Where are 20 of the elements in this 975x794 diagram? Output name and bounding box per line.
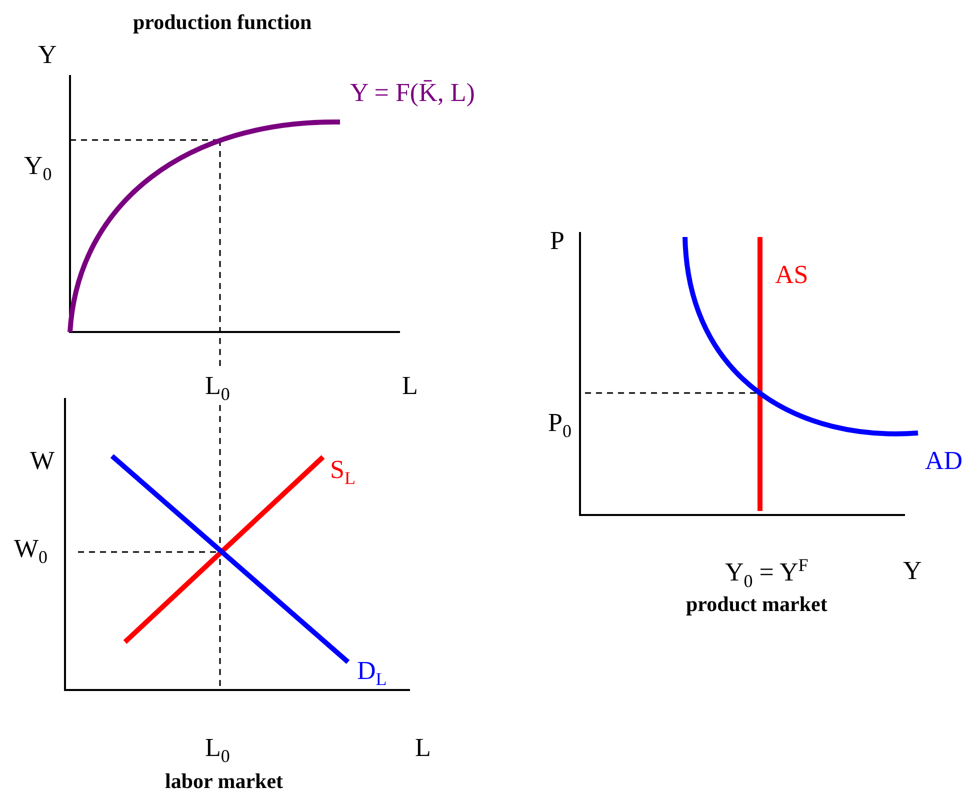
panel-title: product market <box>686 594 828 615</box>
curve-label: D$_{L}$ <box>357 658 387 688</box>
tick-label: Y$_{0}$ = Y$^{F}$ <box>725 556 808 590</box>
curve-label: S$_{L}$ <box>330 457 356 488</box>
curve-label: AD <box>925 448 963 474</box>
tick-label: L$_{0}$ <box>205 373 230 404</box>
axis-label: P <box>550 228 564 254</box>
panel-title: labor market <box>165 771 284 792</box>
axis-label: W <box>30 448 55 474</box>
tick-label: P$_{0}$ <box>548 410 572 440</box>
axis-label: Y <box>38 42 57 68</box>
tick-label: L$_{0}$ <box>205 735 230 766</box>
curve-label: Y = F(K̄, L) <box>350 80 475 106</box>
axis-label: Y <box>903 558 922 584</box>
tick-label: W$_{0}$ <box>14 536 48 566</box>
axis-label: L <box>415 735 431 761</box>
panel-title: production function <box>133 12 312 33</box>
axis-label: L <box>402 373 418 399</box>
curve-label: AS <box>775 262 808 288</box>
tick-label: Y$_{0}$ <box>24 153 52 184</box>
